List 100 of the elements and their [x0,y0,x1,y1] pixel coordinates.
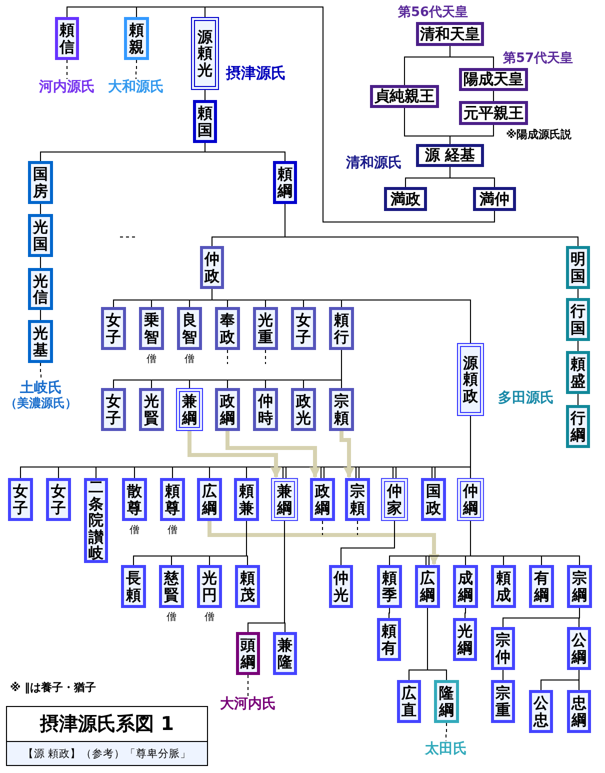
name-box: 女子 [101,307,126,350]
name-box: 光賢 [139,388,164,431]
dashed-line [357,520,358,536]
name-box: 光円 [197,565,222,608]
clan-name: 大和源氏 [103,79,169,97]
name-box: 宗頼 [329,388,354,431]
adoption-arrow [188,431,282,478]
dashed-line [265,350,266,364]
tree-line [427,608,447,680]
clan-name: 太田氏 [414,741,478,759]
tree-line [340,520,395,566]
name-box: 国政 [421,478,446,521]
name-box: 行綱 [566,405,590,448]
tree-line [464,608,466,618]
name-box: 頼親 [124,17,149,60]
name-box: 政綱 [310,478,335,521]
name-box: 宗綱 [567,565,592,608]
dashed-line [446,722,447,742]
clan-name: （美濃源氏） [5,396,77,412]
dashed-line [40,362,42,378]
name-box: 頼国 [193,100,217,143]
name-box: 公綱 [567,627,591,670]
tree-line [450,124,494,144]
name-box: 兼綱 [271,478,298,521]
name-box: 頼茂 [235,565,260,608]
name-box: 政綱 [215,388,240,431]
name-box: 忠綱 [567,690,591,733]
dashed-line [227,350,228,364]
tree-line [450,166,495,188]
note-text: ※ ‖は養子・猶子 [10,680,96,695]
adoption-arrow [340,431,354,478]
name-box: 広綱 [197,478,222,521]
name-box: 陽成天皇 [459,68,528,91]
name-box: 満政 [384,187,427,211]
name-box: 頼尊 [160,478,185,521]
name-box: 源 経基 [416,144,484,167]
clan-name: 大河内氏 [212,696,284,714]
tree-line [40,204,41,214]
tree-line [204,6,495,222]
name-box: 乗智 [139,307,164,350]
name-box: 仲光 [329,565,353,608]
name-box: 頼綱 [273,161,297,204]
name-box: 頭綱 [236,632,260,675]
adoption-arrow [208,521,440,566]
tree-line [204,90,206,100]
dashed-line [66,60,68,80]
name-box: 宗頼 [345,478,370,521]
name-box: 仲家 [381,478,408,521]
subtitle-text: 【源 頼政】（参考）「尊卑分脈」 [22,746,192,760]
clan-name: 土岐氏 [20,380,62,396]
tree-line [578,670,580,690]
tree-line [502,670,504,680]
name-box: 元平親王 [459,101,528,125]
name-box: 良智 [177,307,202,350]
name-box: 奉政 [215,307,240,350]
name-box: 長頼 [121,565,146,608]
tree-line [493,90,494,102]
name-box: 清和天皇 [416,22,484,46]
name-box: 公忠 [529,690,553,733]
annotation-label: 清和源氏 [346,154,402,172]
note-text: 僧 [166,611,178,624]
clan-name: 河内源氏 [34,79,100,97]
tree-line [40,310,41,320]
name-box: 女子 [101,388,126,431]
name-box: 源頼光 [191,17,219,90]
name-box: 仲綱 [457,478,484,521]
annotation-label: 多田源氏 [498,389,554,407]
name-box: 明国 [566,246,590,289]
name-box: 源頼政 [457,343,484,416]
note-text: 僧 [184,353,196,366]
name-box: 女子 [8,478,33,521]
name-box: 光基 [28,320,53,363]
name-box: 頼兼 [234,478,259,521]
name-box: 隆綱 [434,680,459,723]
name-box: 頼季 [377,565,402,608]
tree-line [40,256,41,268]
dashed-line [322,520,323,536]
name-box: 国房 [28,161,53,204]
tree-line [246,520,248,566]
name-box: 光重 [253,307,278,350]
annotation-label: 第56代天皇 [398,4,468,21]
tree-line [450,46,494,68]
note-text: 僧 [128,524,140,537]
name-box: 慈賢 [159,565,184,608]
name-box: 光綱 [453,618,477,661]
name-box: 光国 [28,214,53,257]
annotation-label: 第57代天皇 [503,50,574,67]
annotation-label: 摂津源氏 [226,64,286,83]
name-box: 満仲 [473,187,516,211]
tree-line [578,608,580,628]
name-box: 女子 [46,478,71,521]
name-box: 成綱 [453,565,478,608]
tree-line [470,416,471,478]
tree-line [204,142,286,162]
tree-line [212,288,471,344]
name-box: 頼盛 [566,351,590,394]
name-box: 頼有 [377,618,401,661]
name-box: 兼隆 [273,632,297,675]
name-box: 宗仲 [491,627,515,670]
name-box: 二条院讃岐 [84,478,108,563]
